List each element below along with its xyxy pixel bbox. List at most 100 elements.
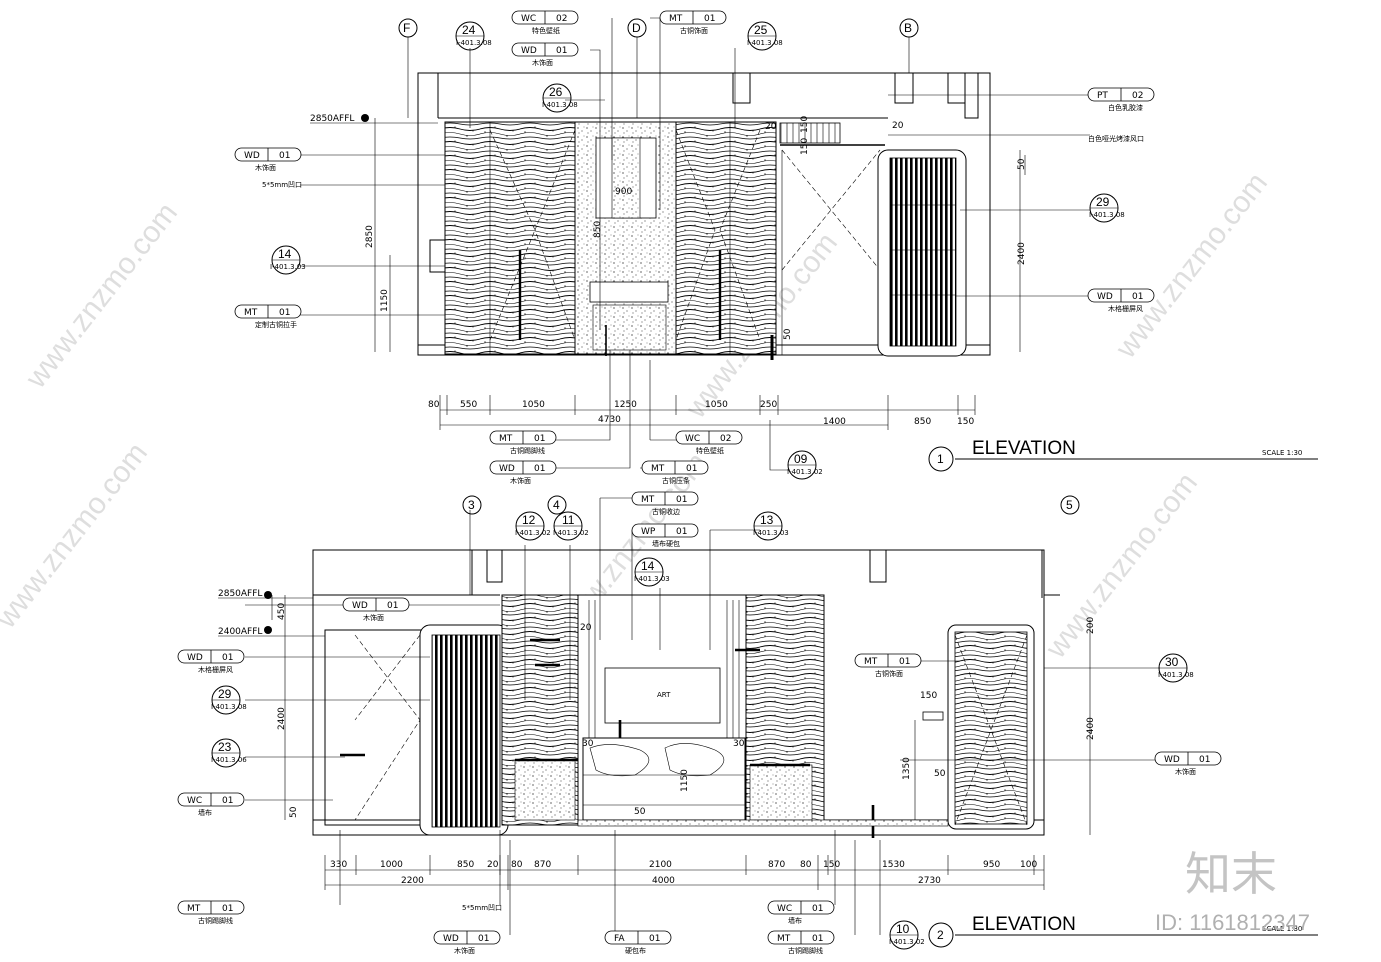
tag-code: MT [864, 657, 878, 667]
tag-description: 硬包布 [625, 946, 646, 955]
svg-text:1530: 1530 [882, 860, 905, 870]
svg-text:11: 11 [562, 513, 575, 527]
tag-description: 木饰面 [454, 946, 475, 955]
tag-description: 墙布 [198, 808, 212, 817]
tag-code: PT [1097, 91, 1108, 101]
material-tag: PT 02 白色乳胶漆 [1087, 87, 1155, 112]
tag-number: 01 [686, 464, 697, 474]
svg-text:1150: 1150 [380, 289, 390, 312]
svg-text:1150: 1150 [680, 769, 690, 792]
tag-description: 古铜踢脚线 [198, 916, 233, 925]
svg-text:80: 80 [428, 400, 440, 410]
grid-bubble: F [398, 18, 418, 118]
watermark-logo: 知末 [1185, 847, 1277, 901]
svg-text:I-401.3.02: I-401.3.02 [515, 529, 551, 537]
tag-code: MT [499, 434, 513, 444]
svg-text:30: 30 [733, 739, 745, 749]
detail-callout: 25I-401.3.08 [747, 21, 783, 51]
svg-text:2400: 2400 [277, 707, 287, 730]
grid-bubble: 3 [462, 495, 482, 515]
svg-text:50: 50 [1017, 158, 1027, 170]
svg-text:2850AFFL: 2850AFFL [218, 589, 262, 599]
tag-code: WD [499, 464, 515, 474]
svg-text:1000: 1000 [380, 860, 403, 870]
grid-bubble: D [627, 18, 647, 118]
tag-code: WD [443, 934, 459, 944]
detail-callout: 11I-401.3.02 [553, 511, 589, 541]
tag-description: 木饰面 [255, 163, 276, 172]
tag-description: 特色壁纸 [532, 26, 560, 35]
svg-text:I-401.3.03: I-401.3.03 [753, 529, 789, 537]
svg-text:14: 14 [278, 247, 292, 261]
svg-text:23: 23 [218, 740, 232, 754]
detail-callout: 13I-401.3.03 [753, 511, 789, 541]
svg-text:50: 50 [783, 328, 793, 340]
tag-number: 01 [1199, 755, 1210, 765]
tag-number: 02 [1132, 91, 1143, 101]
svg-text:2730: 2730 [918, 876, 941, 886]
svg-text:250: 250 [760, 400, 777, 410]
svg-text:2200: 2200 [401, 876, 424, 886]
detail-callout: 30I-401.3.08 [1158, 653, 1194, 683]
detail-callout: 24I-401.3.08 [455, 21, 492, 51]
svg-text:I-401.3.03: I-401.3.03 [634, 575, 670, 583]
tag-description: 木饰面 [510, 476, 531, 485]
watermark-id: ID: 1161812347 [1155, 910, 1310, 935]
svg-text:I-401.3.08: I-401.3.08 [542, 101, 578, 109]
tag-number: 01 [704, 14, 715, 24]
elevation-2 [245, 497, 1160, 935]
svg-text:150: 150 [957, 417, 974, 427]
svg-text:550: 550 [460, 400, 477, 410]
dimension-row: 80 550 1050 1250 1050 250 1400 850 150 4… [365, 116, 1027, 427]
tag-number: 01 [899, 657, 910, 667]
svg-text:B: B [904, 21, 912, 35]
svg-text:I-401.3.02: I-401.3.02 [889, 938, 925, 946]
view-title: 1 ELEVATION SCALE 1:30 [928, 438, 1318, 472]
svg-text:1350: 1350 [902, 757, 912, 780]
dimension-row: 330 1000 850 20 80 870 2100 870 80 150 1… [277, 603, 1096, 886]
svg-text:I-401.3.08: I-401.3.08 [456, 39, 492, 47]
grid-bubble: B [899, 18, 919, 73]
svg-text:20: 20 [892, 121, 904, 131]
tag-description: 古铜饰面 [875, 669, 903, 678]
svg-text:2850AFFL: 2850AFFL [310, 114, 354, 124]
svg-text:2400AFFL: 2400AFFL [218, 627, 262, 637]
svg-text:80: 80 [511, 860, 523, 870]
scale-label: SCALE 1:30 [1262, 449, 1302, 457]
tag-number: 01 [222, 904, 233, 914]
elevation-1 [300, 17, 1090, 471]
level-marker: 2850AFFL [310, 114, 438, 124]
tag-description: 特色壁纸 [696, 446, 724, 455]
tag-code: WD [244, 151, 260, 161]
svg-text:09: 09 [794, 452, 808, 466]
tag-number: 01 [676, 527, 687, 537]
detail-callout: 29I-401.3.08 [1089, 193, 1125, 223]
tag-code: WC [521, 14, 536, 24]
tag-number: 01 [279, 151, 290, 161]
svg-text:I-401.3.08: I-401.3.08 [747, 39, 783, 47]
svg-text:1050: 1050 [705, 400, 728, 410]
tag-description: 白色乳胶漆 [1108, 103, 1143, 112]
detail-callout: 12I-401.3.02 [515, 511, 551, 541]
svg-text:I-401.3.02: I-401.3.02 [553, 529, 589, 537]
tag-number: 01 [534, 434, 545, 444]
view-title: 2 ELEVATION SCALE 1:30 [928, 914, 1318, 948]
note-groove: 5*5mm凹口 [262, 181, 302, 189]
svg-text:20: 20 [580, 623, 592, 633]
grid-bubble: 4 [547, 495, 567, 515]
tag-number: 01 [279, 308, 290, 318]
tag-number: 01 [1132, 292, 1143, 302]
svg-text:950: 950 [983, 860, 1000, 870]
tag-code: FA [614, 934, 625, 944]
svg-text:150: 150 [800, 116, 810, 133]
